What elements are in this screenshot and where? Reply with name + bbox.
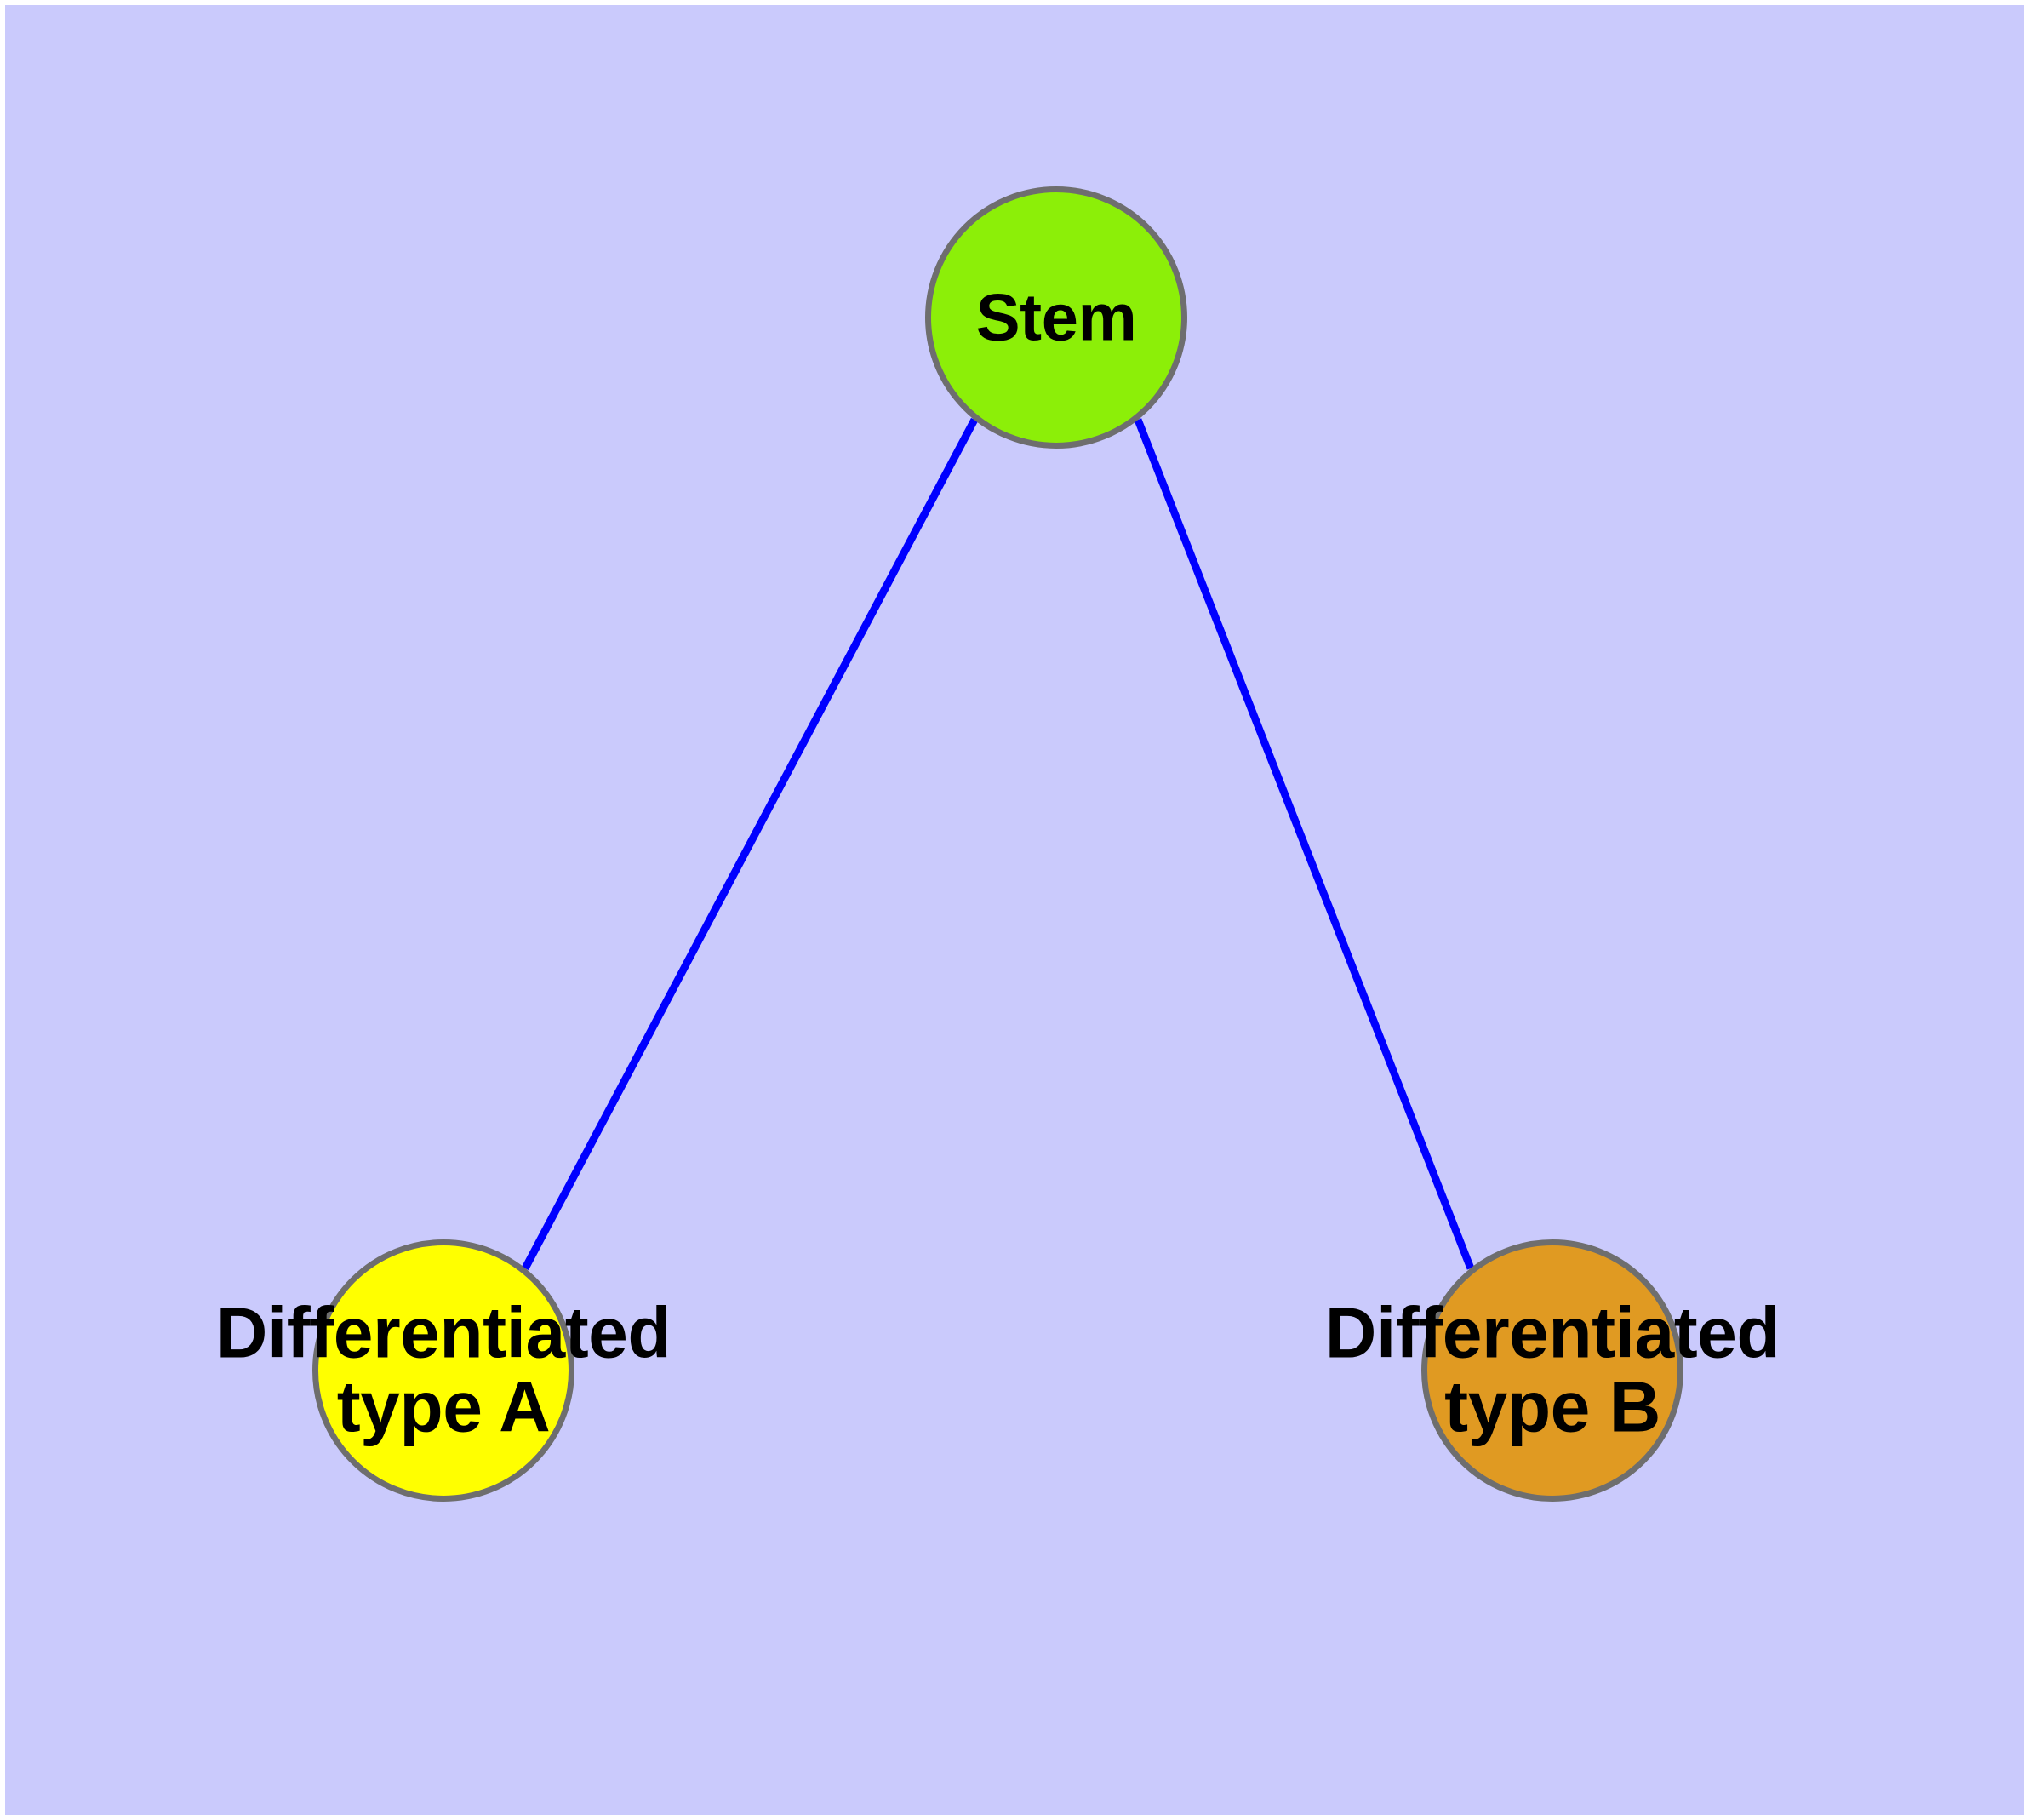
graph-plot-area: Stem Differentiated type A Differentiate… bbox=[5, 5, 2024, 1815]
edge-stem-to-diff-a bbox=[522, 417, 978, 1271]
node-differentiated-type-b[interactable]: Differentiated type B bbox=[1325, 1239, 1780, 1502]
node-stem-label: Stem bbox=[975, 279, 1137, 355]
edge-layer bbox=[522, 417, 1475, 1271]
node-stem[interactable]: Stem bbox=[925, 186, 1187, 449]
node-differentiated-type-a[interactable]: Differentiated type A bbox=[216, 1239, 672, 1502]
edge-stem-to-diff-b bbox=[1134, 418, 1475, 1270]
